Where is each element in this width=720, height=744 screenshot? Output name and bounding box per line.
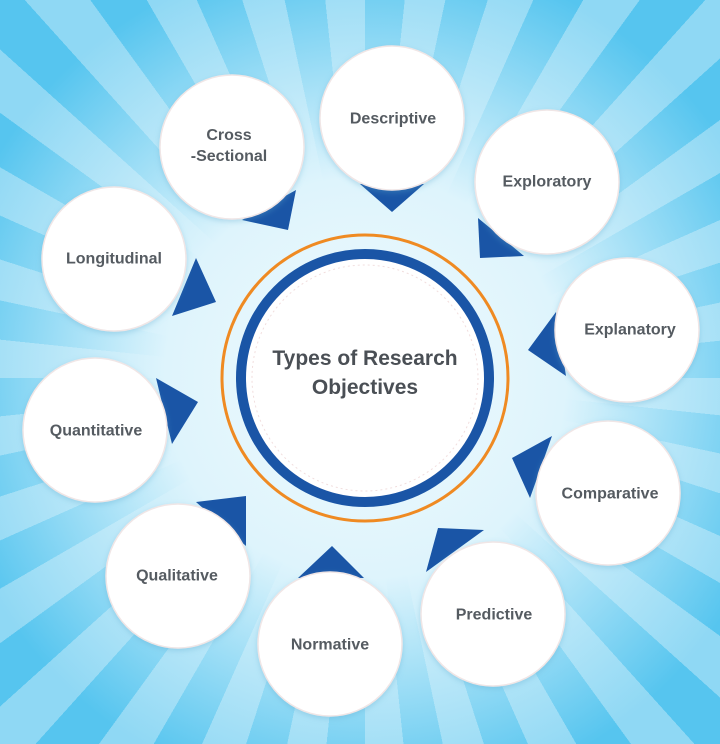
pointer-descriptive [360,184,424,212]
center-title-line1: Types of Research [272,347,458,370]
pointer-comparative [512,436,552,498]
center-title: Types of Research Objectives [272,344,457,402]
circle-quantitative [22,357,168,503]
pointer-predictive [426,528,484,572]
label-longitudinal: Longitudinal [66,250,162,268]
circle-exploratory [474,109,620,255]
label-line: Cross [206,127,252,144]
label-quantitative: Quantitative [49,422,143,440]
pointer-longitudinal [172,258,216,316]
circle-descriptive [319,45,465,191]
circle-normative [257,571,403,717]
center-orange-ring [220,233,510,523]
pointer-cross-sectional [242,190,296,230]
circle-qualitative [105,503,251,649]
pointer-normative [298,546,364,578]
label-line: -Sectional [190,148,268,165]
circle-longitudinal [41,186,187,332]
label-descriptive: Descriptive [349,110,437,128]
label-cross-sectional: Cross -Sectional [191,125,267,167]
label-qualitative: Qualitative [136,567,218,585]
center-blue-ring [236,249,494,507]
circle-comparative [535,420,681,566]
circle-predictive [420,541,566,687]
label-explanatory: Explanatory [584,321,676,339]
center-title-line2: Objectives [311,376,419,399]
label-normative: Normative [290,636,370,654]
circle-explanatory [554,257,700,403]
label-comparative: Comparative [561,485,659,503]
label-exploratory: Exploratory [502,173,592,191]
circle-cross-sectional [159,74,305,220]
center-dashed-ring [251,264,479,492]
pointer-quantitative [156,378,198,444]
label-predictive: Predictive [455,606,533,624]
